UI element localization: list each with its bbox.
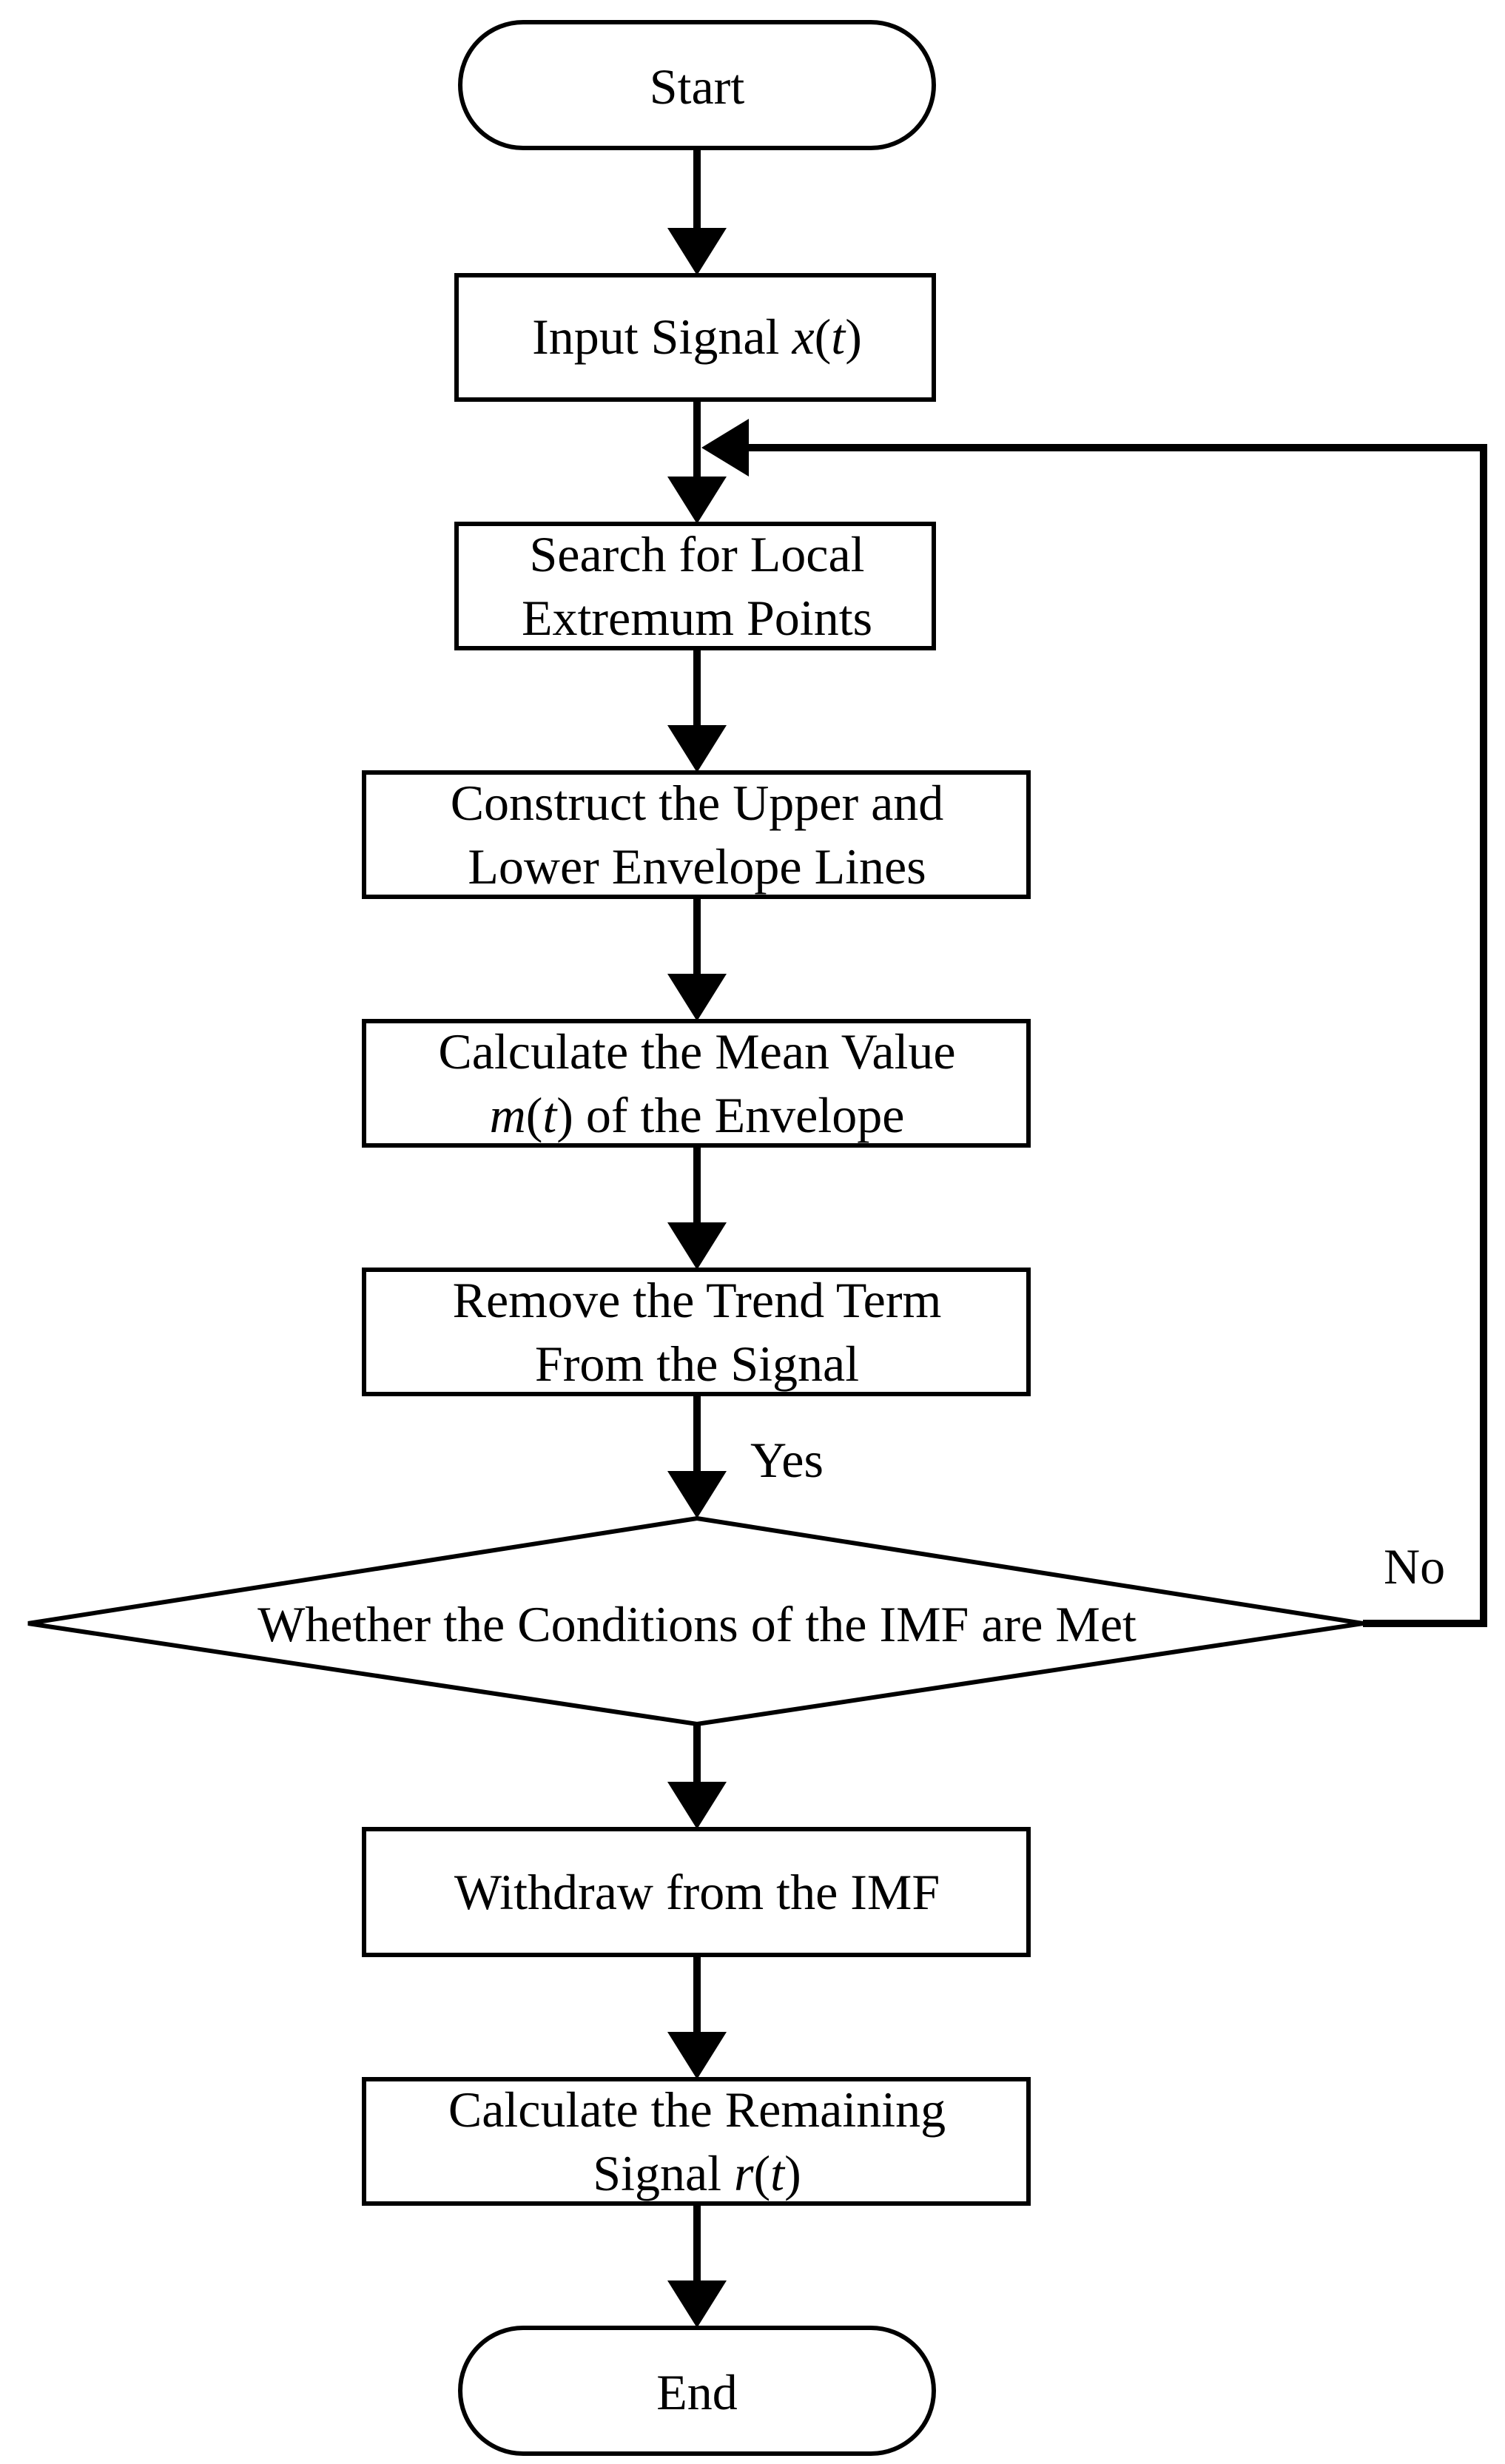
decision-label: Whether the Conditions of the IMF are Me… bbox=[257, 1596, 1137, 1652]
remaining-label-line2: Signal r(t) bbox=[593, 2145, 801, 2201]
remove-label-line2: From the Signal bbox=[535, 1336, 859, 1392]
search-label-line1: Search for Local bbox=[529, 526, 864, 582]
arrowhead-remove bbox=[667, 1222, 727, 1270]
node-remaining: Calculate the Remaining Signal r(t) bbox=[362, 2077, 1031, 2206]
arrowhead-withdraw bbox=[667, 1782, 727, 1829]
arrowhead-construct bbox=[667, 725, 727, 772]
edge-no-loop bbox=[743, 444, 1487, 1627]
construct-box bbox=[362, 770, 1031, 899]
remaining-label-line1: Calculate the Remaining bbox=[448, 2081, 946, 2138]
arrowhead-end bbox=[667, 2280, 727, 2328]
no-label: No bbox=[1384, 1538, 1445, 1595]
yes-label: Yes bbox=[750, 1432, 824, 1488]
mean-label-line2: m(t) of the Envelope bbox=[490, 1087, 905, 1143]
mean-label-line1: Calculate the Mean Value bbox=[438, 1023, 955, 1080]
node-construct: Construct the Upper and Lower Envelope L… bbox=[362, 770, 1031, 899]
arrowhead-remaining bbox=[667, 2032, 727, 2079]
search-label-line2: Extremum Points bbox=[522, 590, 872, 646]
arrowhead-mean bbox=[667, 974, 727, 1021]
start-label: Start bbox=[650, 58, 745, 115]
node-mean: Calculate the Mean Value m(t) of the Env… bbox=[362, 1019, 1031, 1148]
end-label: End bbox=[656, 2364, 738, 2420]
withdraw-label: Withdraw from the IMF bbox=[454, 1864, 940, 1920]
construct-label-line2: Lower Envelope Lines bbox=[468, 838, 926, 895]
input-label: Input Signal x(t) bbox=[532, 309, 862, 365]
input-box bbox=[454, 273, 936, 402]
node-start: Start bbox=[458, 20, 936, 150]
arrowhead-search bbox=[667, 477, 727, 524]
withdraw-box bbox=[362, 1827, 1031, 1957]
end-terminator bbox=[458, 2326, 936, 2456]
decision-diamond bbox=[27, 1515, 1364, 1727]
node-decision: Whether the Conditions of the IMF are Me… bbox=[27, 1515, 1364, 1727]
node-withdraw: Withdraw from the IMF bbox=[362, 1827, 1031, 1957]
node-search: Search for Local Extremum Points bbox=[454, 522, 936, 650]
remove-label-line1: Remove the Trend Term bbox=[453, 1272, 942, 1328]
arrowhead-loop bbox=[701, 419, 749, 477]
node-remove: Remove the Trend Term From the Signal bbox=[362, 1268, 1031, 1396]
start-terminator bbox=[458, 20, 936, 150]
arrowhead-input bbox=[667, 228, 727, 275]
remaining-box bbox=[362, 2077, 1031, 2206]
node-end: End bbox=[458, 2326, 936, 2456]
remove-box bbox=[362, 1268, 1031, 1396]
construct-label-line1: Construct the Upper and bbox=[451, 775, 944, 831]
node-input: Input Signal x(t) bbox=[454, 273, 936, 402]
connectors bbox=[667, 148, 1487, 2328]
arrowhead-decision bbox=[667, 1471, 727, 1518]
search-box bbox=[454, 522, 936, 650]
mean-box bbox=[362, 1019, 1031, 1148]
